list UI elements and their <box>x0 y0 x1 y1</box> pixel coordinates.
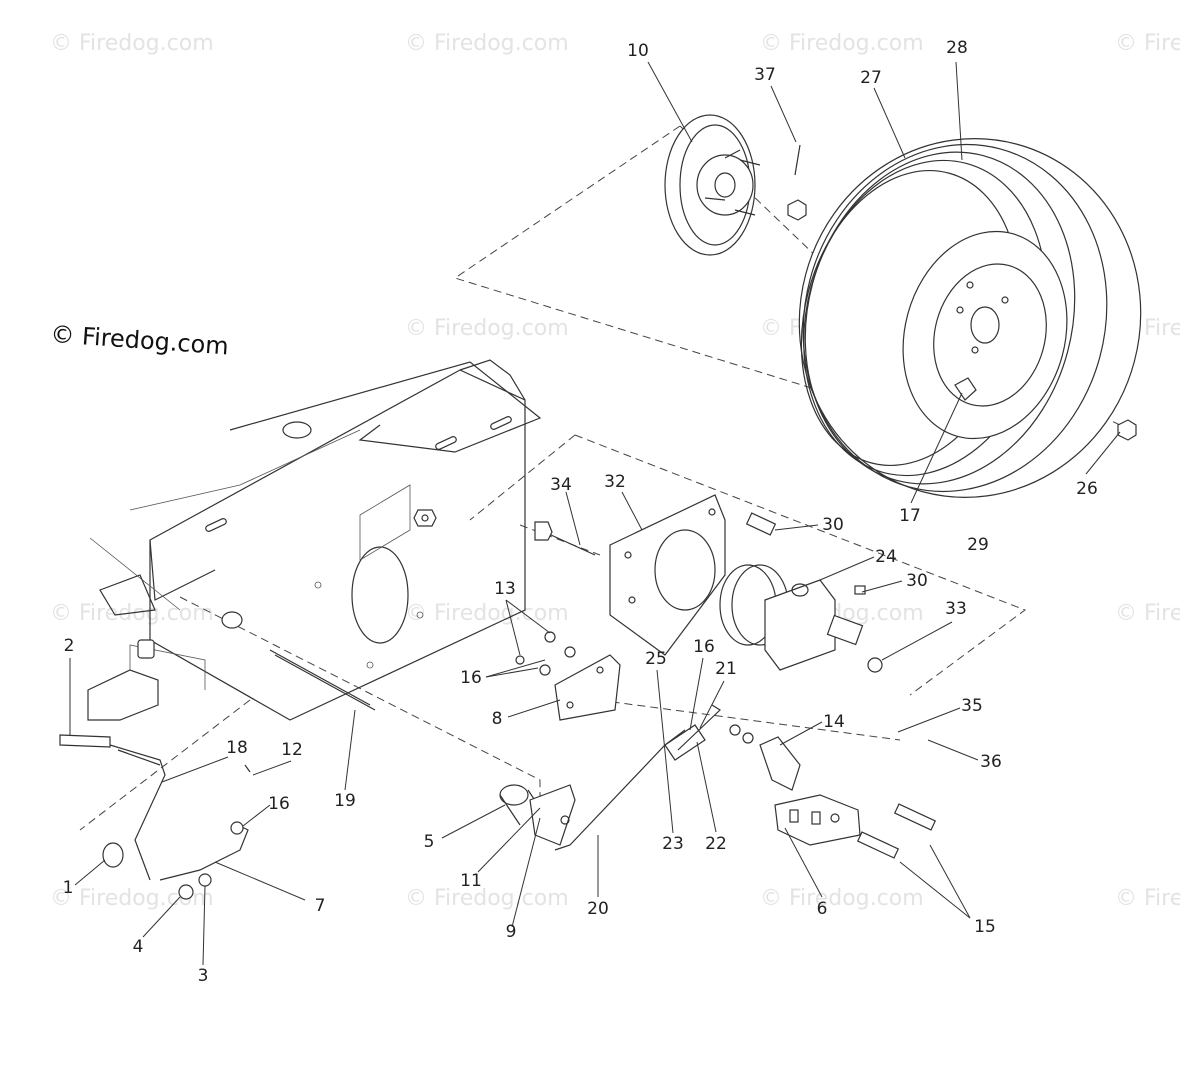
callout-label: 28 <box>946 38 968 58</box>
frame-chassis <box>89 359 542 721</box>
callout-label: 2 <box>64 636 75 656</box>
watermark: © Firedog.com <box>405 31 569 56</box>
callout-label: 12 <box>281 740 303 760</box>
callout-label: 36 <box>980 752 1002 772</box>
pedal-assembly <box>59 611 376 900</box>
watermark: © Firedog.com <box>760 31 924 56</box>
callout-label: 29 <box>967 535 989 555</box>
callout-label: 15 <box>974 917 996 937</box>
callout-label: 37 <box>754 65 776 85</box>
callout-label: 20 <box>587 899 609 919</box>
callout-label: 10 <box>627 41 649 61</box>
callout-label: 16 <box>268 794 290 814</box>
callout-label: 13 <box>494 579 516 599</box>
callout-label: 25 <box>645 649 667 669</box>
watermark: © Firedog.com <box>760 886 924 911</box>
callout-label: 14 <box>823 712 845 732</box>
callout-label: 26 <box>1076 479 1098 499</box>
leader-lines <box>69 61 1121 966</box>
watermark: © Firedog.com <box>405 316 569 341</box>
callout-label: 7 <box>315 896 326 916</box>
callout-label: 30 <box>906 571 928 591</box>
pedal-bracket <box>87 639 206 721</box>
callout-label: 8 <box>492 709 503 729</box>
callout-label: 21 <box>715 659 737 679</box>
callout-label: 6 <box>817 899 828 919</box>
watermark-layer: © Firedog.com © Firedog.com © Firedog.co… <box>50 31 1180 911</box>
callout-label: 30 <box>822 515 844 535</box>
brake-linkage <box>499 631 754 851</box>
callout-label: 18 <box>226 738 248 758</box>
watermark: © Firedog.com <box>1115 886 1180 911</box>
callout-label: 24 <box>875 547 897 567</box>
callout-label: 11 <box>460 871 482 891</box>
wheel-tire <box>798 138 1142 498</box>
callout-label: 35 <box>961 696 983 716</box>
callout-label: 22 <box>705 834 727 854</box>
callout-label: 16 <box>460 668 482 688</box>
callout-label: 34 <box>550 475 572 495</box>
watermark: © Firedog.com <box>405 601 569 626</box>
callout-label: 9 <box>506 922 517 942</box>
motor-bracket <box>534 494 777 656</box>
callout-label: 27 <box>860 68 882 88</box>
callout-label: 17 <box>899 506 921 526</box>
callout-label: 19 <box>334 791 356 811</box>
callout-label: 3 <box>198 966 209 986</box>
brake-caliper <box>759 736 937 859</box>
callout-label: 5 <box>424 832 435 852</box>
watermark: © Firedog.com <box>1115 601 1180 626</box>
callout-label: 1 <box>63 878 74 898</box>
watermark: © Firedog.com <box>405 886 569 911</box>
callout-label: 23 <box>662 834 684 854</box>
copyright-notice: © Firedog.com <box>50 320 230 360</box>
watermark: © Firedog.com <box>50 31 214 56</box>
watermark: © Firedog.com <box>1115 31 1180 56</box>
brake-rotor <box>664 114 807 256</box>
callout-labels: 10 37 27 28 29 26 17 34 32 30 24 30 33 1… <box>63 38 1098 986</box>
callout-label: 32 <box>604 472 626 492</box>
callout-label: 33 <box>945 599 967 619</box>
wheel-motor <box>719 564 883 673</box>
callout-label: 16 <box>693 637 715 657</box>
callout-label: 4 <box>133 937 144 957</box>
